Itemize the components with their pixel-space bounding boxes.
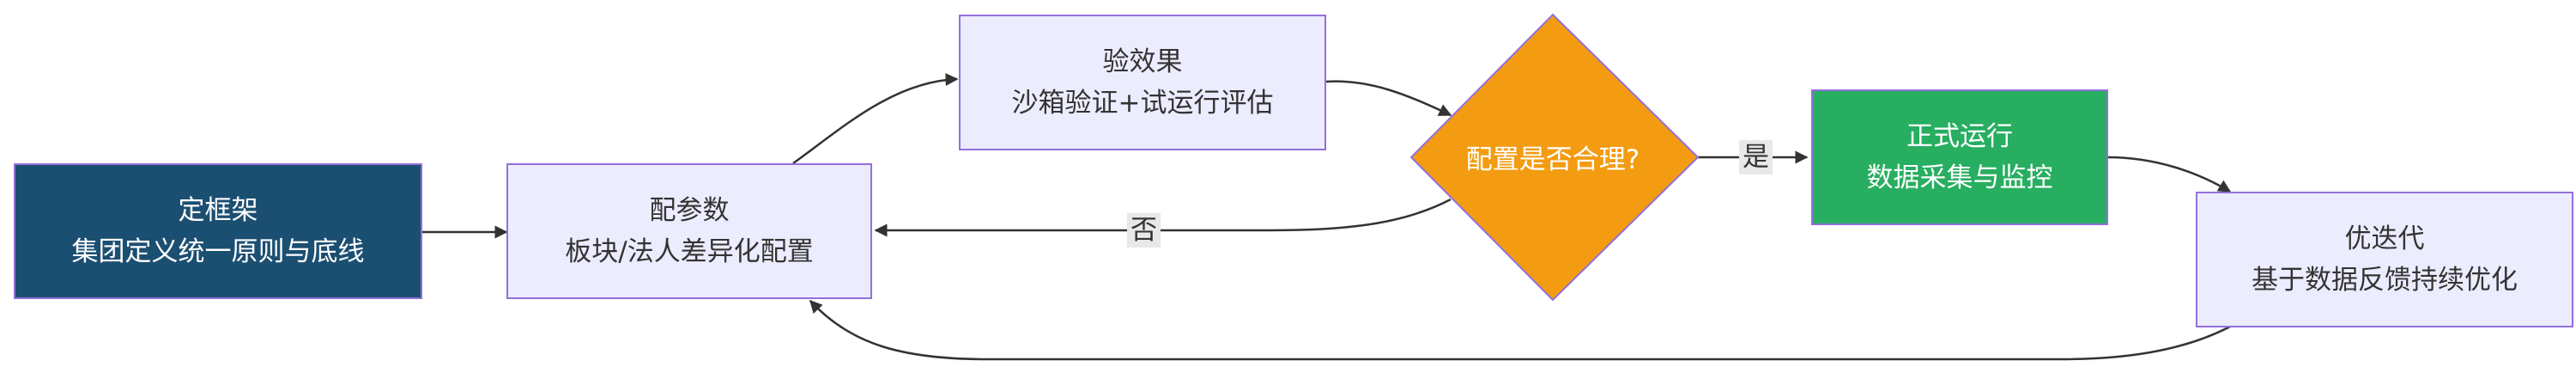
- node-iterate: 优迭代 基于数据反馈持续优化: [2196, 192, 2573, 327]
- node-verify-title: 验效果: [1102, 46, 1183, 77]
- node-params-subtitle: 板块/法人差异化配置: [565, 236, 814, 267]
- edge-label-no: 否: [1127, 213, 1161, 248]
- node-verify-subtitle: 沙箱验证+试运行评估: [1011, 88, 1274, 119]
- edge-iterate-to-params: [809, 299, 2231, 361]
- node-params-title: 配参数: [649, 195, 730, 226]
- node-define: 定框架 集团定义统一原则与底线: [14, 163, 422, 299]
- edge-verify-to-decision: [1325, 80, 1452, 117]
- node-run: 正式运行 数据采集与监控: [1811, 89, 2108, 225]
- decision-diamond: [1409, 13, 1700, 302]
- node-iterate-title: 优迭代: [2344, 223, 2425, 254]
- node-iterate-subtitle: 基于数据反馈持续优化: [2252, 265, 2518, 296]
- edge-decision-to-params: [874, 198, 1452, 237]
- node-params: 配参数 板块/法人差异化配置: [506, 163, 872, 299]
- node-decision-label: 配置是否合理?: [1465, 144, 1640, 175]
- node-verify: 验效果 沙箱验证+试运行评估: [959, 15, 1326, 150]
- edge-params-to-verify: [792, 73, 959, 165]
- node-run-subtitle: 数据采集与监控: [1866, 162, 2053, 193]
- edge-label-yes: 是: [1739, 140, 1773, 174]
- edge-run-to-iterate: [2107, 156, 2232, 193]
- node-define-title: 定框架: [178, 195, 258, 226]
- node-define-subtitle: 集团定义统一原则与底线: [71, 236, 365, 267]
- node-run-title: 正式运行: [1906, 121, 2013, 152]
